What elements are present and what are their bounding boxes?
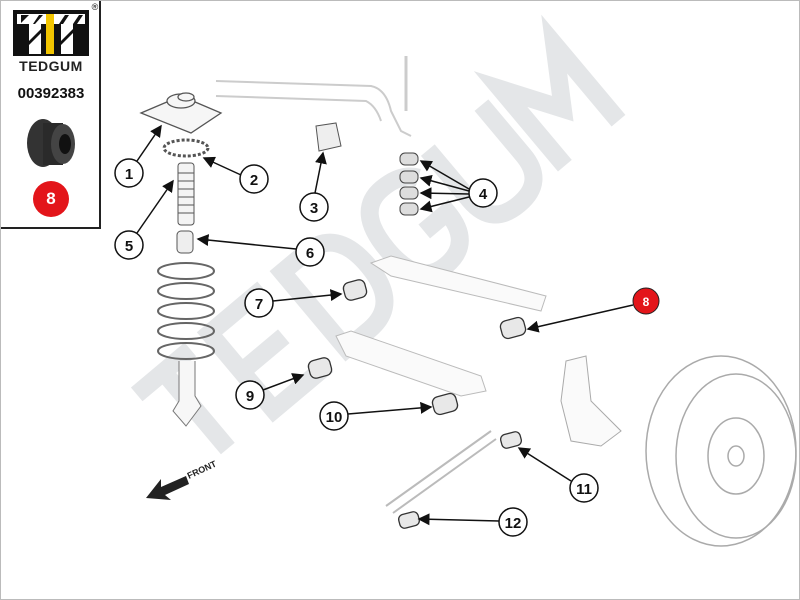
dust-boot	[177, 162, 195, 226]
callout-2: 2	[239, 164, 269, 194]
svg-text:11: 11	[576, 481, 592, 498]
knuckle	[560, 355, 622, 447]
stabilizer-bushing	[315, 122, 342, 152]
callout-1: 1	[114, 158, 144, 188]
callout-3: 3	[299, 192, 329, 222]
strut-top-mount	[139, 92, 223, 134]
lateral-link	[385, 430, 497, 514]
lower-control-arm	[335, 330, 487, 397]
brand-name: TEDGUM	[19, 58, 83, 74]
tedgum-logo: ®	[13, 2, 99, 56]
svg-text:12: 12	[505, 515, 522, 532]
callout-6: 6	[295, 237, 325, 267]
svg-text:3: 3	[310, 200, 318, 217]
strut-body	[172, 361, 202, 427]
upper-control-arm	[369, 255, 547, 312]
wheel	[645, 355, 797, 547]
svg-text:4: 4	[479, 186, 488, 203]
bushings	[307, 279, 527, 529]
svg-text:6: 6	[306, 245, 314, 262]
bushing-product-image	[27, 119, 75, 167]
svg-text:8: 8	[643, 295, 650, 309]
svg-text:FRONT: FRONT	[186, 458, 219, 480]
bump-stop	[176, 230, 194, 254]
callout-10: 10	[319, 401, 349, 431]
svg-text:5: 5	[125, 238, 133, 255]
svg-text:®: ®	[92, 2, 99, 12]
coil-spring	[157, 262, 215, 360]
svg-text:7: 7	[255, 296, 263, 313]
callout-9: 9	[235, 380, 265, 410]
svg-text:2: 2	[250, 172, 258, 189]
leader-lines	[136, 124, 634, 526]
product-info-panel: ® TEDGUM 00392383 8	[1, 1, 101, 229]
svg-text:10: 10	[326, 409, 343, 426]
highlighted-item-badge: 8	[33, 181, 69, 217]
link-bushings	[399, 152, 419, 216]
stabilizer-bar	[215, 80, 412, 137]
part-number: 00392383	[17, 85, 85, 102]
svg-text:1: 1	[125, 166, 133, 183]
callout-8-highlighted: 8	[632, 287, 660, 315]
watermark	[130, 14, 626, 455]
callout-5: 5	[114, 230, 144, 260]
callout-11: 11	[569, 473, 599, 503]
callout-12: 12	[498, 507, 528, 537]
bearing-ring	[162, 138, 210, 158]
callout-7: 7	[244, 288, 274, 318]
svg-text:9: 9	[246, 388, 254, 405]
callout-4: 4	[468, 178, 498, 208]
front-direction-arrow: FRONT	[146, 458, 218, 500]
